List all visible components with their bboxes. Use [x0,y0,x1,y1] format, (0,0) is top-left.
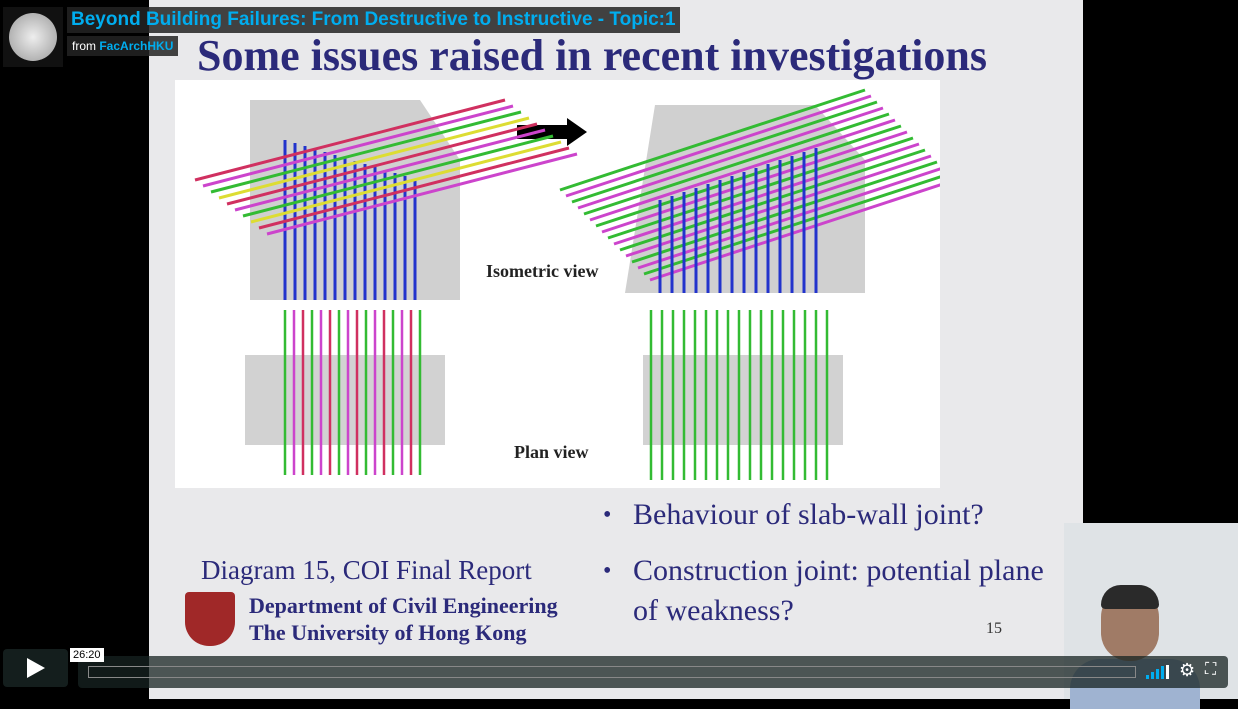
isometric-label: Isometric view [486,261,599,281]
rebar-line [194,98,506,182]
player-controls: ⚙ ⛶ 26:20 [0,648,1238,688]
rebar-line [234,128,546,212]
time-tooltip: 26:20 [70,648,104,662]
video-title-link[interactable]: Beyond Building Failures: From Destructi… [67,7,680,33]
rebar-line [202,104,514,188]
rebar-line [595,124,902,228]
rebar-line [266,152,578,236]
channel-avatar[interactable] [3,7,63,67]
control-bar: ⚙ ⛶ [78,656,1228,688]
rebar-line [577,106,884,210]
rebar-line [559,88,866,192]
rebar-diagram-drawing [194,88,956,480]
rebar-line [242,134,554,218]
rebar-line [583,112,890,216]
rebar-line [210,110,522,194]
plan-label: Plan view [514,442,589,462]
volume-icon[interactable] [1146,665,1170,679]
caption: Diagram 15, COI Final Report [201,555,532,585]
byline: from FacArchHKU [67,36,179,56]
fullscreen-icon[interactable]: ⛶ [1205,661,1217,678]
rebar-diagram: Isometric view Plan view [175,80,956,488]
play-button[interactable] [3,649,68,687]
video-frame[interactable]: Some issues raised in recent investigati… [149,0,1083,699]
university-crest-logo [185,592,235,646]
rebar-line [218,116,530,200]
rebar-line [571,100,878,204]
bullet-1: •Behaviour of slab-wall joint? [603,498,984,531]
gear-icon[interactable]: ⚙ [1179,660,1196,680]
rebar-line [258,146,570,230]
rebar-line [250,140,562,224]
progress-bar[interactable] [88,666,1136,678]
rebar-line [589,118,896,222]
bullet-2: •Construction joint: potential plane of … [603,554,1044,627]
rebar-line [226,122,538,206]
play-icon [27,658,45,678]
channel-link[interactable]: FacArchHKU [99,39,174,53]
slide-title: Some issues raised in recent investigati… [197,31,987,80]
rebar-line [565,94,872,198]
page-number: 15 [986,620,1002,637]
